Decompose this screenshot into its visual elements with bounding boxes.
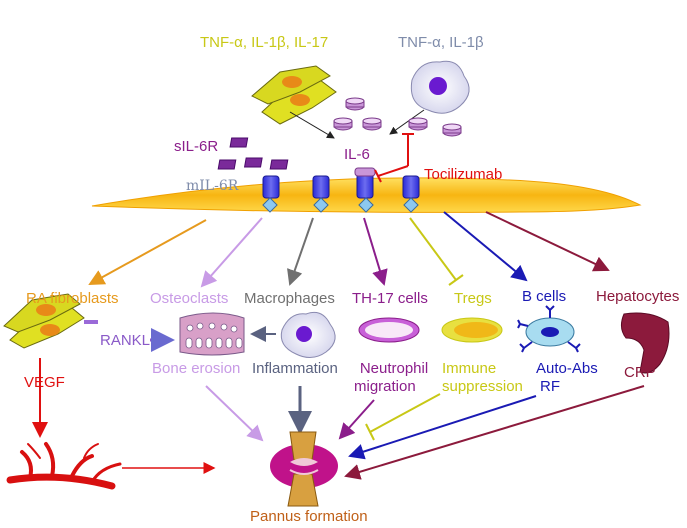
membrane-receptors [262, 167, 420, 213]
th17-cell-inner [365, 322, 413, 338]
arrow-bone-erosion-to-pannus [205, 385, 264, 442]
arrow-rf-to-pannus [348, 395, 537, 460]
label-neutrophil-migration-1: Neutrophil [359, 360, 429, 377]
label-hepatocytes: Hepatocytes [596, 288, 680, 305]
il6-cytokines [333, 97, 462, 137]
label-bone-erosion: Bone erosion [152, 360, 241, 377]
arrow-to-osteoclasts [200, 217, 263, 288]
label-ra-fibroblasts: RA fibroblasts [26, 290, 119, 307]
label-rankl: RANKL [100, 332, 151, 349]
label-crp: CRP [624, 364, 656, 381]
label-il6: IL-6 [344, 146, 370, 163]
tocilizumab-inhibition [374, 133, 414, 183]
treg-cell-inner [454, 322, 498, 338]
label-vegf: VEGF [24, 374, 65, 391]
label-sil6r: sIL-6R [174, 138, 219, 155]
sil6r-receptors [217, 137, 289, 170]
label-neutrophil-migration-2: migration [354, 378, 416, 395]
label-th17: TH-17 cells [352, 290, 428, 307]
label-inflammation: Inflammation [252, 360, 338, 377]
label-tnf-il1-il17: TNF-α, IL-1β, IL-17 [200, 34, 329, 51]
arrow-to-th17 [363, 217, 388, 286]
osteoclast-bone [179, 312, 245, 356]
arrow-to-tregs [409, 217, 464, 286]
arrow-to-ra-fibroblasts [88, 219, 207, 285]
label-tnf-il1: TNF-α, IL-1β [398, 34, 484, 51]
hepatocyte-liver [620, 312, 670, 374]
arrow-macrophage-to-il6 [389, 109, 425, 135]
arrow-crp-to-pannus [344, 385, 645, 480]
arrow-neutrophil-to-pannus [338, 399, 375, 440]
arrow-fibroblast-to-il6 [289, 111, 335, 139]
label-tocilizumab: Tocilizumab [424, 166, 503, 183]
b-cell [517, 305, 581, 353]
macrophage-middle [280, 311, 336, 358]
label-mil6r: mIL-6R [186, 178, 239, 194]
label-immune-suppression-1: Immune [442, 360, 497, 377]
label-tregs: Tregs [454, 290, 492, 307]
arrow-to-hepatocytes [485, 211, 610, 272]
label-osteoclasts: Osteoclasts [150, 290, 229, 307]
label-immune-suppression-2: suppression [442, 378, 523, 395]
arrow-to-macrophages [287, 217, 314, 286]
fibroblast-cells-left [3, 293, 85, 349]
label-macrophages: Macrophages [244, 290, 335, 307]
arrow-immune-suppression-to-pannus [365, 393, 441, 441]
label-b-cells: B cells [522, 288, 567, 305]
arrow-to-b-cells [443, 211, 528, 282]
label-rf: RF [540, 378, 560, 395]
fibroblast-cells-top [251, 65, 337, 125]
macrophage-top [410, 60, 470, 114]
blood-vessels [6, 442, 122, 490]
label-auto-abs: Auto-Abs [536, 360, 598, 377]
label-pannus-formation: Pannus formation [250, 508, 368, 525]
pannus-joint [270, 431, 338, 507]
